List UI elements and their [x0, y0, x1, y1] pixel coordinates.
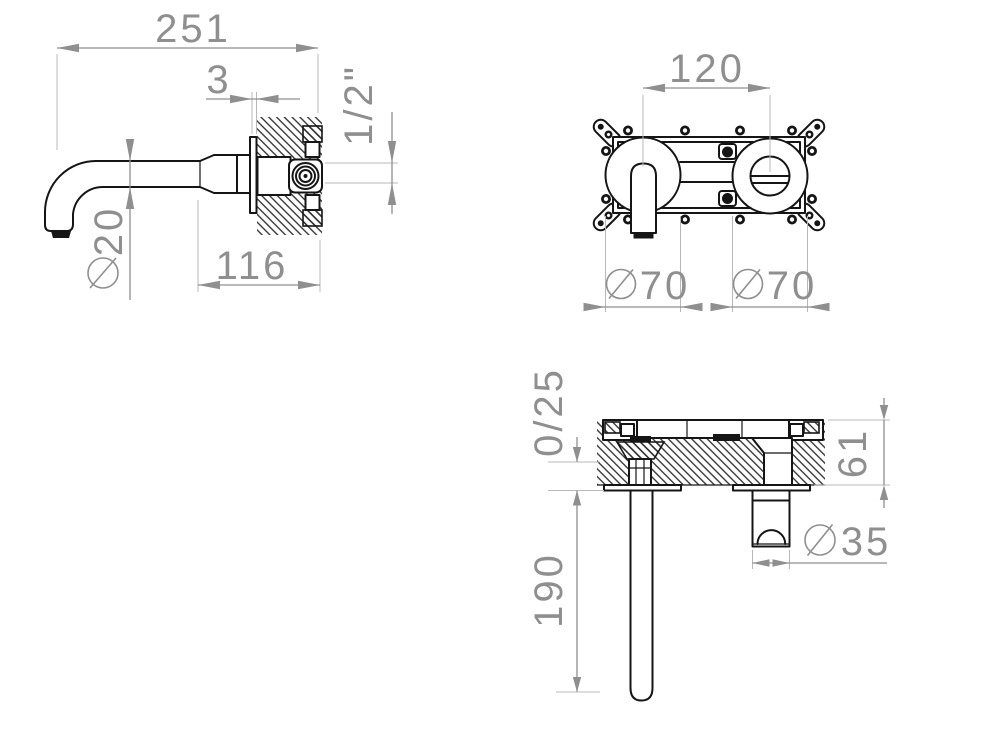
lever-handle-section: [629, 489, 654, 702]
dim-outlet-escutcheon-diameter: 70: [710, 216, 830, 312]
outlet-dome: [756, 529, 787, 545]
diameter-symbol: [87, 257, 119, 289]
valve-front-view: 120 70 70: [583, 47, 830, 312]
spout-outline: [44, 154, 251, 232]
dim-outlet-stub-diameter: 35: [752, 520, 892, 569]
installation-section-view: 0/25 190 61 35: [527, 367, 892, 702]
dim-text-outlet-escutcheon-diameter: 70: [767, 264, 818, 308]
dim-text-handle-length: 190: [527, 552, 571, 628]
lever-handle-front: [630, 162, 657, 234]
diameter-symbol: [804, 524, 836, 556]
dim-text-spout-diameter: 20: [87, 206, 131, 257]
rough-in-body-section: [602, 419, 824, 487]
dim-text-inlet-thread: 1/2": [337, 64, 381, 146]
center-fitting-top: [718, 143, 737, 160]
dim-trim-gap: 3: [206, 58, 300, 134]
dim-text-center-distance: 120: [669, 47, 745, 91]
escutcheon-plate: [249, 136, 258, 214]
dim-text-body-depth: 61: [831, 428, 875, 479]
inlet-port-outer: [291, 162, 320, 190]
diameter-symbol: [605, 268, 637, 300]
bottom-fitting: [302, 209, 323, 227]
dim-handle-escutcheon-diameter: 70: [583, 216, 703, 312]
valve-body-section: [256, 125, 323, 227]
diameter-symbol: [732, 268, 764, 300]
dim-overall-projection: 251: [56, 7, 319, 150]
dim-spout-diameter: 20: [87, 139, 135, 300]
dim-text-trim-gap: 3: [206, 58, 231, 102]
spout-side-view: 251 3 1/2" 20: [44, 7, 398, 300]
spout-aerator-tip: [51, 231, 71, 238]
dim-inlet-thread: 1/2": [325, 64, 398, 214]
dim-text-overall-projection: 251: [155, 7, 231, 51]
mounting-screw-rings: [601, 125, 817, 225]
dim-text-plaster-adjustment: 0/25: [527, 367, 571, 457]
dim-text-handle-escutcheon-diameter: 70: [640, 264, 691, 308]
top-fitting: [302, 125, 323, 143]
outlet-stub: [751, 489, 791, 548]
cartridge-stem: [628, 458, 652, 487]
lever-tip: [633, 233, 654, 239]
dim-text-outlet-stub-diameter: 35: [841, 520, 892, 564]
dim-center-distance: 120: [642, 47, 771, 172]
dim-spout-to-wall: 116: [197, 200, 321, 292]
dim-handle-length: 190: [527, 490, 600, 693]
center-fitting-bottom: [718, 190, 737, 207]
dim-body-depth: 61: [814, 398, 890, 508]
dim-plaster-adjustment: 0/25: [527, 367, 604, 506]
dim-text-spout-to-wall: 116: [216, 244, 289, 288]
cartridge-cone: [615, 441, 666, 460]
cartridge-cap: [630, 436, 651, 442]
